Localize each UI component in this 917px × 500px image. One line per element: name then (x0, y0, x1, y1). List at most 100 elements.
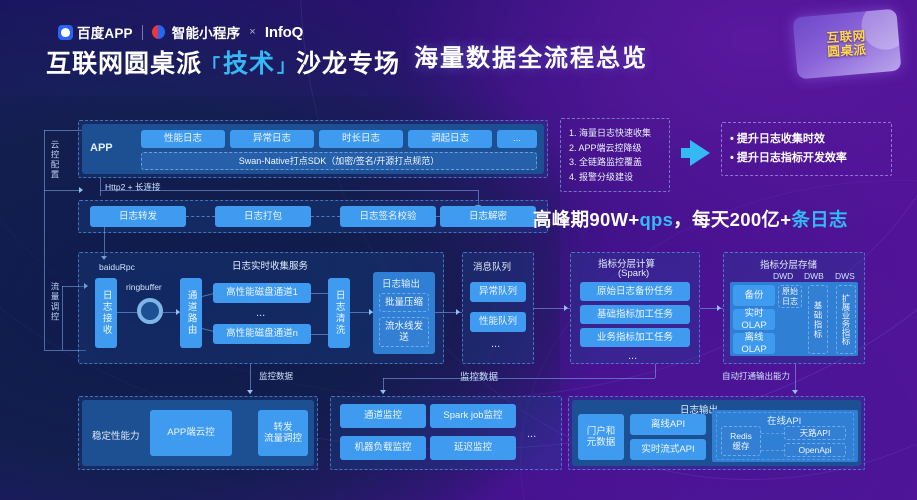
cloudconfig-bottom-arm (44, 190, 80, 191)
monitoring-item-0: 通道监控 (340, 404, 426, 428)
monitoring-item-3: 延迟监控 (430, 436, 516, 460)
http2-vline-left (100, 178, 101, 196)
storage-vcell-2: 扩展业务指标 (836, 285, 856, 354)
storage-row-0: 备份 (733, 285, 775, 306)
mid-monitor-hline (383, 378, 655, 379)
http2-hline (100, 190, 478, 191)
goal-list: 1. 海量日志快速收集 2. APP端云控降级 3. 全链路监控覆盖 4. 报警… (560, 118, 670, 193)
mid-monitor-vline-left (383, 378, 384, 394)
spark-task-2: 业务指标加工任务 (580, 328, 690, 347)
brand-row: 百度APP 智能小程序 × InfoQ (58, 22, 303, 42)
log-output-block-title: 日志输出 (382, 279, 421, 290)
smart-program-logo: 智能小程序 (151, 22, 241, 42)
app-log-1: 异常日志 (230, 130, 314, 148)
stat-part-c: qps (639, 209, 674, 230)
traffic-rail-inner (62, 286, 63, 350)
log-output-item-0: 批量压缩 (379, 293, 429, 312)
realtime-api-node: 实时流式API (630, 439, 706, 460)
receive-to-ring (117, 312, 137, 313)
disk-channel-first: 高性能磁盘通道1 (213, 283, 311, 303)
output-to-mq-arrow (456, 309, 460, 315)
message-queue-section (462, 252, 534, 364)
transfer-node-1: 日志打包 (215, 206, 311, 227)
traffic-rail (44, 190, 45, 350)
mid-monitor-arrow (380, 390, 386, 394)
stat-part-a: 高峰期 (533, 209, 590, 230)
transfer-node-2: 日志签名校验 (340, 206, 436, 227)
app-title: APP (90, 142, 113, 154)
clean-to-output (350, 312, 373, 313)
monitoring-item-2: 机器负载监控 (340, 436, 426, 460)
traffic-arm-2 (44, 350, 86, 351)
storage-title: 指标分层存储 (760, 260, 818, 271)
infoq-label: InfoQ (264, 23, 304, 41)
goal-item-2: 3. 全链路监控覆盖 (569, 157, 643, 168)
goal-item-1: 2. APP端云控降级 (569, 142, 642, 153)
result-arrow-tail (681, 148, 694, 158)
app-sdk-box: Swan-Native打点SDK（加密/签名/开源打点规范） (141, 152, 537, 170)
goal-item-0: 1. 海量日志快速收集 (569, 128, 652, 138)
stat-part-b: 90W+ (589, 209, 640, 230)
stat-part-f: 条日志 (791, 209, 848, 230)
result-item-0: 提升日志收集时效 (730, 130, 883, 149)
event-title-highlight: 技术 (223, 50, 276, 78)
traffic-arrow-1 (84, 283, 88, 289)
storage-down-line (795, 364, 796, 394)
spark-task-0: 原始日志备份任务 (580, 282, 690, 301)
message-queue-title: 消息队列 (473, 262, 512, 273)
ringbuffer-icon (137, 298, 163, 324)
app-log-4: ... (497, 130, 537, 148)
page-title: 海量数据全流程总览 (414, 45, 648, 72)
storage-vcell-1: 基础指标 (808, 285, 828, 354)
collect-service-title: 日志实时收集服务 (232, 261, 309, 272)
baidurpc-label: baiduRpc (99, 262, 135, 272)
storage-vcell-0: 原始日志 (778, 285, 802, 308)
goal-item-3: 4. 报警分级建设 (569, 171, 634, 182)
spark-title: 指标分层计算 (598, 259, 656, 270)
mq-item-1: 性能队列 (470, 312, 526, 332)
monitor-data-mid-label: 监控数据 (460, 369, 498, 383)
online-api-block (712, 410, 858, 462)
tianlu-api-node: 天路API (784, 426, 846, 440)
app-log-0: 性能日志 (141, 130, 225, 148)
traffic-arm-1 (62, 286, 86, 287)
online-api-dashed (716, 412, 854, 460)
baidu-app-label: 百度APP (77, 26, 133, 41)
redis-to-openapi (761, 450, 784, 451)
transfer-link-2 (436, 216, 440, 217)
baidu-app-logo: 百度APP (58, 22, 133, 42)
stat-line: 高峰期90W+qps，每天200亿+条日志 (533, 206, 848, 232)
stability-item-0: APP端云控 (150, 410, 232, 456)
spark-subtitle: (Spark) (618, 268, 650, 279)
storage-col-0: DWD (773, 271, 794, 281)
log-receive-node: 日志接收 (95, 278, 117, 348)
spark-to-storage (700, 308, 723, 309)
chn-to-clean (311, 334, 328, 335)
storage-col-1: DWB (804, 271, 824, 281)
online-api-title: 在线API (767, 416, 802, 427)
result-arrow-icon (690, 140, 710, 166)
transfer-node-3: 日志解密 (440, 206, 536, 227)
redis-to-tianlu (761, 433, 784, 434)
monitor-data-left-label: 监控数据 (259, 371, 294, 381)
smart-program-label: 智能小程序 (171, 26, 241, 41)
mq-to-spark (534, 308, 570, 309)
storage-row-2: 离线OLAP (733, 332, 775, 355)
transfer-to-collect (104, 227, 105, 259)
label-cloud-config: 云控配置 (50, 140, 60, 180)
disk-channel-last: 高性能磁盘通道n (213, 324, 311, 344)
redis-cache-node: Redis 缓存 (721, 426, 761, 456)
mid-monitor-vline-right (655, 364, 656, 378)
clean-to-output-arrow (369, 309, 373, 315)
event-title-part2: 沙龙专场 (296, 50, 401, 78)
log-output-item-1: 流水线发送 (379, 317, 429, 347)
transfer-link-0 (186, 216, 215, 217)
event-title-part1: 互联网圆桌派 (46, 50, 203, 78)
log-output-block (373, 272, 435, 354)
slide-header: 百度APP 智能小程序 × InfoQ 互联网圆桌派「技术」沙龙专场 海量数据全… (0, 0, 917, 96)
result-item-1: 提升日志指标开发效率 (730, 149, 883, 168)
monitoring-item-1: Spark job监控 (430, 404, 516, 428)
storage-row-1: 实时OLAP (733, 308, 775, 331)
protocol-label: Http2 + 长连接 (105, 182, 161, 192)
